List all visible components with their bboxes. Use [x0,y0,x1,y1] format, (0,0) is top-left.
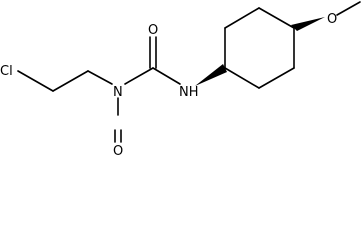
methoxy-oxygen-label: O [327,12,337,27]
urea-nitrogen-label: N [179,85,189,100]
bond-ring-c6-c1 [224,67,260,89]
bond-c2-n1 [87,70,113,85]
urea-nh-label: NH [179,85,199,100]
nitroso-oxygen-label: O [113,144,123,156]
bond-carbonyl-nh [152,67,181,85]
atom-labels: Cl O N O NH O [0,12,337,156]
bonds [17,1,361,143]
bond-n1-c-carbonyl [124,67,154,85]
bond-ring-c3-c4 [258,7,295,29]
chemical-structure-diagram: Cl O N O NH O [0,1,361,156]
urea-hydrogen-label: H [189,85,199,100]
wedge-bond-nh-ring [195,64,227,86]
nitroso-nitrogen-label: N [113,85,123,100]
bond-cl-c1 [17,70,54,92]
bond-methoxy-ch3 [336,1,361,16]
bond-ring-c2-c3 [224,7,260,29]
wedge-bond-ring-methoxy [291,17,325,31]
amide-oxygen-label: O [148,23,158,38]
chlorine-label: Cl [0,64,13,79]
bond-ring-c5-c6 [258,67,295,89]
bond-c1-c2 [52,70,89,92]
